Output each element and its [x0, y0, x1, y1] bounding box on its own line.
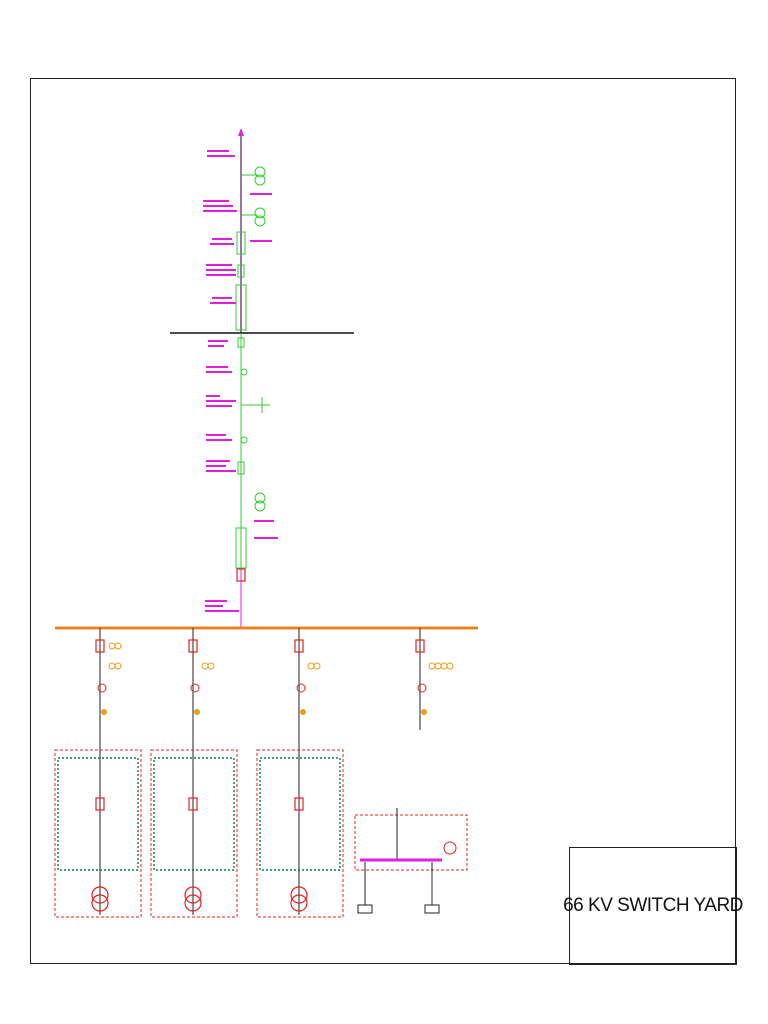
line-bay [205, 333, 278, 628]
title-block: 66 KV SWITCH YARD [563, 847, 743, 965]
feeder-bay-4 [415, 628, 454, 730]
auxiliary-panel [354, 808, 468, 914]
feeder-bay-1 [54, 628, 142, 918]
drawing-frame [30, 78, 736, 964]
feeder-bay-3 [256, 628, 344, 918]
drawing-title: 66 KV SWITCH YARD [563, 895, 743, 916]
feeder-bay-2 [150, 628, 238, 918]
incoming-line [203, 128, 272, 333]
